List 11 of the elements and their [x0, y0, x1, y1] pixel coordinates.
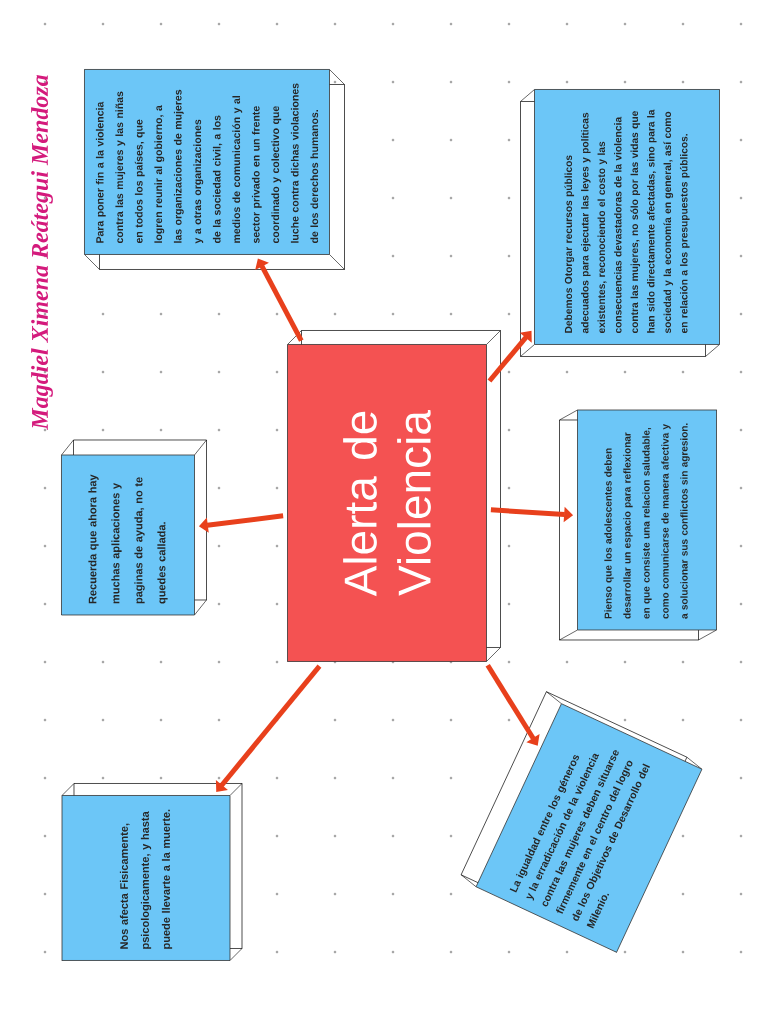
arrow: [485, 663, 540, 746]
text-box: Nos afecta Fisicamente, psicologicamente, y hasta puede llevarte a la muerte.: [61, 783, 243, 961]
text-box: Recuerda que ahora hay muchas aplicaciones y paginas de ayuda, no te quedes callada.: [61, 439, 207, 616]
text-box: Para poner fin a la violencia contra las mujeres y las niñas en todos los países, que logren reunir al gobierno, a las organizaciones de mujeres y a otras organizaciones de la sociedad civil, a los medios de comunicación y al sector privado en un frente coordinado y colectivo que luche contra dichas violaciones de los derechos humanos.: [84, 69, 345, 270]
arrow: [255, 258, 304, 342]
text-box: Debemos Otorgar recursos públicos adecuados para ejecutar las leyes y políticas existentes, reconociendo el costo y las consecuencias devastadoras de la violencia contra las mujeres, no sólo por las vidas que han sido directamente afectadas, sino para la sociedad y la economía en general, así como en relación a los presupuestos públicos.: [520, 89, 720, 357]
arrow: [215, 664, 322, 792]
text-box: Pienso que los adolescentes deben desarrollar un espacio para reflexionar en que consiste una relacion saludable, como comunicarse de manera afectiva y a solucionar sus conflictos sin agresion.: [559, 409, 717, 641]
title-box: Alerta de Violencia: [287, 330, 501, 662]
arrow: [487, 330, 532, 383]
author-name: Magdiel Ximena Reátegui Mendoza: [31, 74, 53, 430]
